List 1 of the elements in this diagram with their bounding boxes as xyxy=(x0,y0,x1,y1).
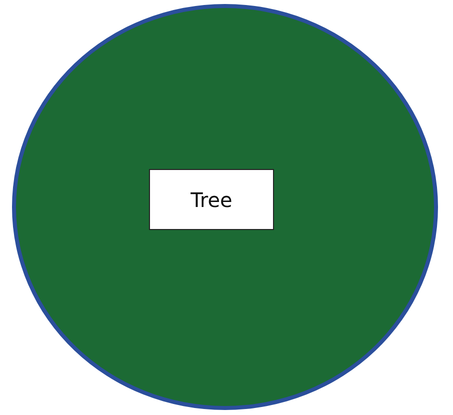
label-box: Tree xyxy=(149,169,274,230)
